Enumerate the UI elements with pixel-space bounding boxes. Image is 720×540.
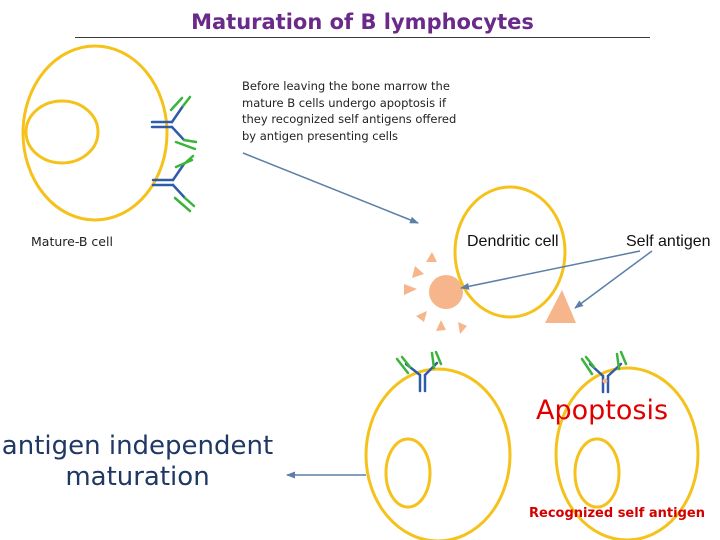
maturing-b-cell-membrane: [364, 367, 512, 540]
independent-maturation-label: antigen independent maturation: [1, 431, 274, 492]
maturing-b-cell: [364, 367, 512, 540]
mature-b-cell-membrane: [21, 44, 169, 222]
dendritic-cell-processes: [404, 252, 467, 334]
antibody-receptor: [395, 350, 443, 393]
maturing-b-cell-nucleus: [384, 437, 432, 509]
diagram-title: Maturation of B lymphocytes: [191, 10, 534, 34]
self-antigen-label: Self antigen: [626, 233, 711, 250]
apoptotic-b-cell: [554, 366, 700, 540]
mature-b-cell-nucleus: [24, 99, 100, 165]
antibody-receptor: [151, 154, 196, 213]
antibody-receptor: [580, 350, 628, 394]
dendritic-cell-membrane: [453, 185, 567, 319]
apoptosis-label: Apoptosis: [536, 395, 669, 426]
self-antigen-shape: [545, 290, 576, 323]
mature-b-cell-label: Mature-B cell: [31, 234, 113, 249]
dendritic-cell-label: Dendritic cell: [467, 233, 559, 250]
apoptotic-b-cell-membrane: [554, 366, 700, 540]
title-underline: [75, 37, 650, 38]
dendritic-cell-body: [429, 275, 463, 309]
explanation-note: Before leaving the bone marrow the matur…: [242, 79, 457, 143]
recognized-self-antigen-label: Recognized self antigen: [529, 506, 705, 521]
antibody-receptor: [150, 95, 198, 151]
note-to-dendritic-arrow: [242, 152, 419, 224]
self-antigen-to-dendritic-arrow: [460, 250, 641, 290]
mature-b-cell: [21, 44, 169, 222]
self-antigen-to-triangle-arrow: [574, 250, 653, 309]
apoptotic-b-cell-nucleus: [573, 437, 621, 509]
